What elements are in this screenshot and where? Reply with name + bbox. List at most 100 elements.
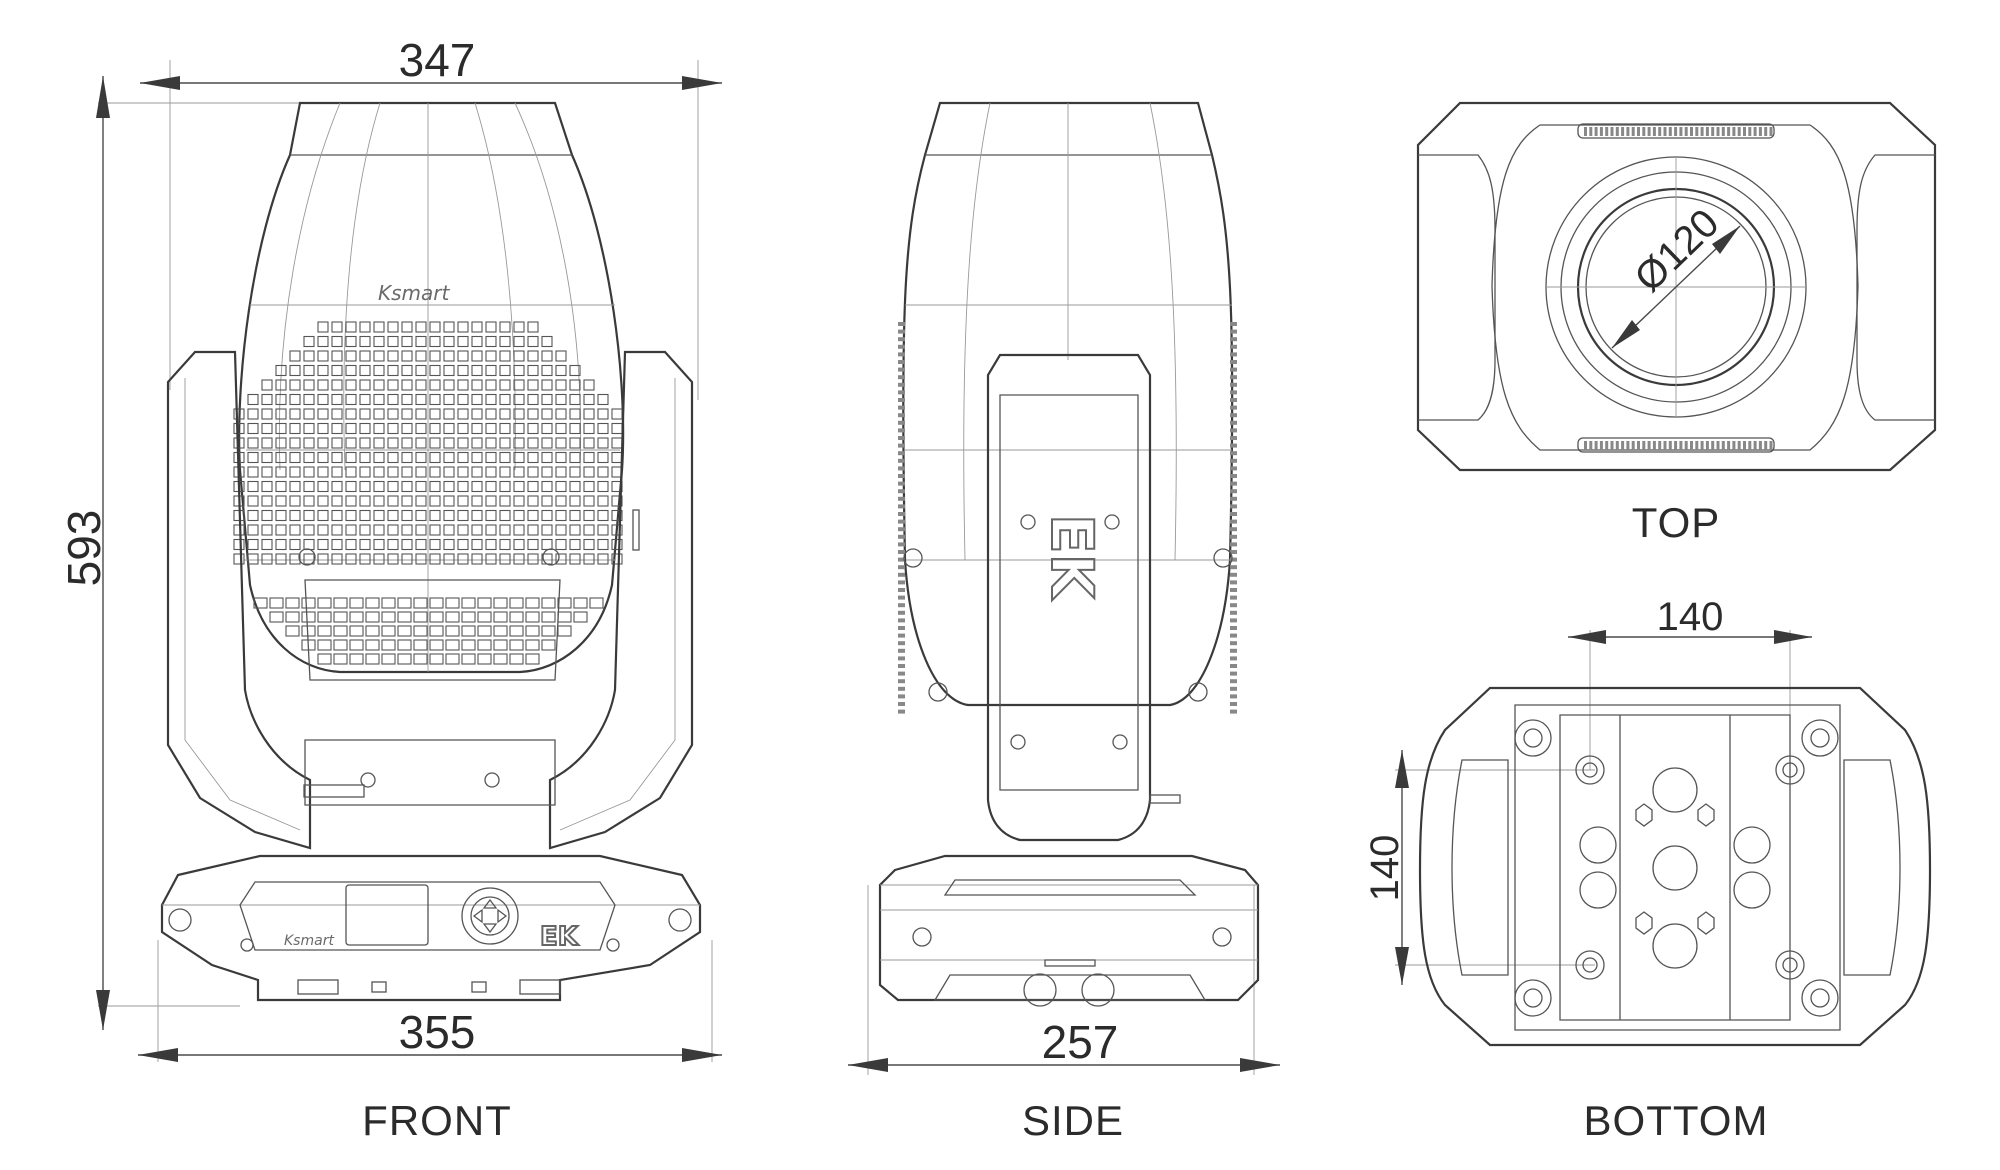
grille-cell <box>401 393 413 406</box>
grille-cell <box>597 480 609 493</box>
grille-cell <box>397 639 412 651</box>
grille-cell <box>493 639 508 651</box>
grille-cell <box>345 393 357 406</box>
grille-cell <box>583 466 595 478</box>
side-width-dimension: 257 <box>848 885 1280 1075</box>
grille-cell <box>345 524 357 536</box>
grille-cell <box>499 437 511 449</box>
grille-cell <box>1658 127 1662 136</box>
grille-cell <box>359 379 371 391</box>
grille-cell <box>275 524 287 536</box>
grille-cell <box>1230 572 1237 577</box>
grille-cell <box>555 393 567 406</box>
grille-cell <box>485 480 497 493</box>
grille-cell <box>387 466 399 478</box>
grille-cell <box>1230 709 1237 714</box>
grille-cell <box>499 379 511 391</box>
grille-cell <box>569 466 581 478</box>
grille-cell <box>457 364 469 377</box>
grille-cell <box>373 451 385 464</box>
grille-cell <box>233 422 245 435</box>
grille-cell <box>461 639 476 651</box>
grille-cell <box>527 480 539 493</box>
grille-cell <box>233 437 245 449</box>
grille-cell <box>333 639 348 651</box>
grille-cell <box>317 611 332 623</box>
grille-cell <box>1663 127 1667 136</box>
grille-cell <box>1230 367 1237 372</box>
grille-cell <box>429 466 441 478</box>
grille-cell <box>1658 441 1662 450</box>
grille-cell <box>1230 466 1237 471</box>
grille-cell <box>381 597 396 609</box>
grille-cell <box>261 451 273 464</box>
grille-cell <box>317 466 329 478</box>
grille-cell <box>1743 441 1746 450</box>
grille-cell <box>597 509 609 522</box>
grille-cell <box>513 466 525 478</box>
grille-cell <box>373 480 385 493</box>
grille-cell <box>359 350 371 362</box>
grille-cell <box>1230 413 1237 418</box>
grille-cell <box>1748 441 1752 450</box>
side-yoke-arm: EK <box>986 353 1181 842</box>
base-logo-label: EK <box>540 922 579 952</box>
grille-cell <box>898 420 905 425</box>
grille-cell <box>898 588 905 592</box>
grille-cell <box>541 639 556 651</box>
grille-cell <box>373 524 385 536</box>
front-head: Ksmart <box>233 101 625 788</box>
grille-cell <box>509 597 524 609</box>
grille-cell <box>445 653 460 665</box>
grille-cell <box>1230 686 1237 691</box>
grille-cell <box>289 538 301 551</box>
grille-cell <box>233 408 245 420</box>
grille-cell <box>555 466 567 478</box>
grille-cell <box>1230 527 1237 532</box>
grille-cell <box>555 422 567 435</box>
grille-cell <box>541 466 553 478</box>
grille-cell <box>301 625 316 637</box>
grille-cell <box>387 364 399 377</box>
grille-cell <box>555 480 567 493</box>
grille-cell <box>1764 127 1768 136</box>
grille-cell <box>261 379 273 391</box>
grille-cell <box>443 495 455 507</box>
grille-cell <box>1642 441 1646 450</box>
grille-cell <box>898 512 905 516</box>
grille-cell <box>1695 127 1699 136</box>
grille-cell <box>525 625 540 637</box>
grille-cell <box>457 422 469 435</box>
grille-cell <box>499 364 511 377</box>
grille-cell <box>583 408 595 420</box>
grille-cell <box>457 393 469 406</box>
grille-cell <box>359 451 371 464</box>
grille-cell <box>555 553 567 565</box>
grille-cell <box>573 597 588 609</box>
grille-cell <box>1737 127 1741 136</box>
grille-cell <box>898 398 905 402</box>
grille-cell <box>261 393 273 406</box>
grille-cell <box>513 350 525 362</box>
grille-cell <box>457 480 469 493</box>
grille-cell <box>1743 127 1746 136</box>
screw <box>298 548 316 566</box>
grille-cell <box>401 538 413 551</box>
grille-cell <box>275 538 287 551</box>
grille-cell <box>525 597 540 609</box>
grille-cell <box>387 379 399 391</box>
grille-cell <box>401 364 413 377</box>
grille-cell <box>415 393 427 406</box>
grille-cell <box>331 524 343 536</box>
grille-cell <box>401 451 413 464</box>
grille-cell <box>261 553 273 565</box>
grille-cell <box>569 379 581 391</box>
grille-cell <box>898 481 905 486</box>
grille-cell <box>485 321 497 333</box>
grille-cell <box>1610 127 1614 136</box>
grille-cell <box>331 364 343 377</box>
grille-cell <box>443 350 455 362</box>
grille-cell <box>898 686 905 691</box>
grille-cell <box>359 321 371 333</box>
grille-cell <box>499 321 511 333</box>
